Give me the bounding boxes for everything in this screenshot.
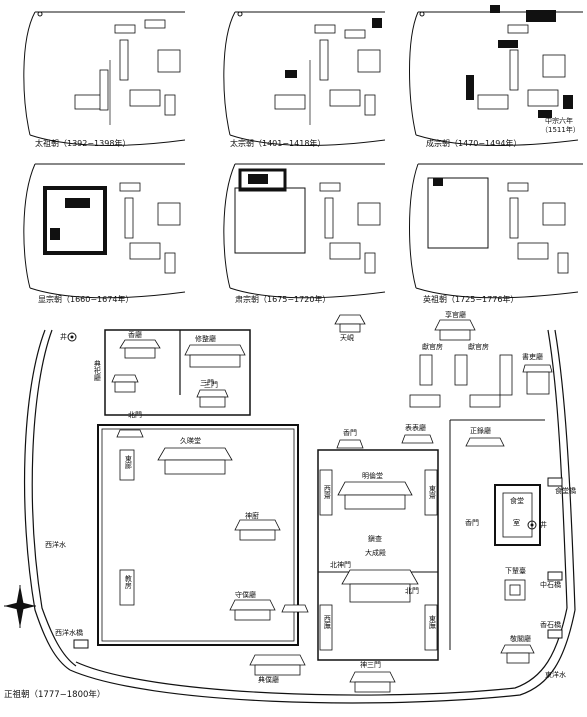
- building-label: 久暎堂: [180, 437, 201, 445]
- building-label: 修整廳: [195, 335, 216, 343]
- gate-label: 三門: [200, 379, 214, 387]
- gate-label: 北門: [405, 587, 419, 595]
- panel-seongjong-map: [409, 5, 583, 146]
- panel-caption: 太宗朝（1401−1418年）: [230, 139, 326, 148]
- building-label: 西齋: [323, 485, 332, 499]
- building-label: 明倫堂: [362, 472, 383, 480]
- panel-yeongjo: 英祖朝（1725−1776年）: [398, 158, 587, 308]
- building-label: 東廊: [124, 455, 133, 469]
- building-label: 東齋: [428, 485, 437, 499]
- well-label: 井: [540, 521, 547, 529]
- inset-note-line1: 中宗六年: [545, 117, 573, 125]
- panel-caption: 显宗朝（1660−1674年）: [38, 295, 134, 304]
- building-label: 獻官房: [422, 343, 443, 351]
- water-label: 西洋水: [45, 541, 66, 549]
- building-label: 教房: [124, 575, 133, 589]
- main-map-drawing: [4, 314, 576, 704]
- water-label: 東洋水: [545, 671, 566, 679]
- panel-taizong-map: [223, 11, 386, 146]
- building-label: 獻官房: [468, 343, 489, 351]
- panel-caption: 成宗朝（1470−1494年）: [426, 139, 522, 148]
- panel-hyeonjong: 显宗朝（1660−1674年）: [0, 158, 195, 308]
- bridge-label: 香石橋: [540, 621, 561, 629]
- panel-sukjong: 肃宗朝（1675−1720年）: [200, 158, 395, 308]
- panel-taizu-map: [23, 11, 186, 146]
- bridge-label: 西洋水橋: [55, 629, 83, 637]
- gate-label: 香門: [343, 429, 357, 437]
- panel-seongjong: 中宗六年 （1511年） 成宗朝（1470−1494年）: [398, 0, 587, 155]
- building-label: 大成殿: [365, 549, 386, 557]
- gate-label: 香門: [465, 519, 479, 527]
- gate-label: 北神門: [330, 561, 351, 569]
- bridge-label: 中石橋: [540, 581, 561, 589]
- building-label: 鎭查: [368, 535, 382, 543]
- building-label: 室: [513, 519, 520, 527]
- panel-yeongjo-map: [409, 163, 583, 299]
- gate-label: 北門: [128, 411, 142, 419]
- building-label: 書吏廳: [522, 353, 543, 361]
- building-label: 表表廳: [405, 424, 426, 432]
- panel-sukjong-map: [223, 163, 386, 299]
- building-label: 三門: [204, 381, 218, 389]
- building-shapes: [111, 314, 553, 693]
- building-label: 天峴: [340, 334, 354, 342]
- building-label: 西廡: [323, 615, 332, 629]
- building-label: 神廚: [245, 512, 259, 520]
- main-caption: 正祖朝（1777−1800年）: [4, 690, 106, 700]
- north-arrow-icon: [4, 585, 36, 628]
- panel-caption: 肃宗朝（1675−1720年）: [235, 295, 331, 304]
- building-label: 下輦臺: [505, 567, 526, 575]
- panel-caption: 英祖朝（1725−1776年）: [423, 295, 519, 304]
- building-label: 享官廳: [445, 311, 466, 319]
- building-label: 正錄廳: [470, 427, 491, 435]
- building-label: 敬閣廳: [510, 635, 531, 643]
- panel-caption: 太祖朝（1392−1398年）: [35, 139, 131, 148]
- building-label: 典祀廳: [93, 360, 102, 381]
- panel-taizu: 太祖朝（1392−1398年）: [0, 0, 195, 155]
- inset-note-line2: （1511年）: [541, 126, 580, 134]
- building-label: 典僕廳: [258, 676, 279, 684]
- building-label: 守僕廳: [235, 591, 256, 599]
- well-label: 井: [60, 333, 67, 341]
- building-label: 香廳: [128, 331, 142, 339]
- main-map: 井 井 香廳 修整廳 三門 典祀廳 北門 久暎堂 神廚 守僕廳 典僕廳 東廊 教…: [0, 310, 587, 717]
- building-label: 食堂: [510, 497, 524, 505]
- building-label: 東廡: [428, 615, 437, 629]
- panel-hyeonjong-map: [23, 163, 186, 299]
- bridge-label: 食堂橋: [555, 487, 576, 495]
- gate-label: 神三門: [360, 661, 381, 669]
- panel-taizong: 太宗朝（1401−1418年）: [200, 0, 395, 155]
